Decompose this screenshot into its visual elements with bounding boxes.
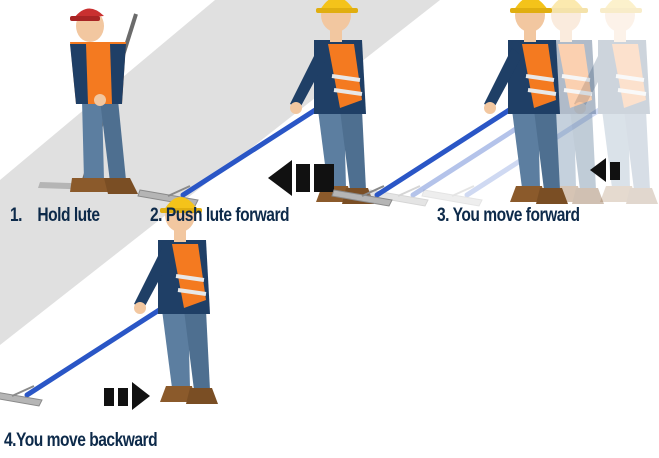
arrow-right-icon: [104, 382, 150, 410]
arrow-left-icon: [268, 160, 334, 196]
step-label-4: You move backward: [16, 430, 157, 451]
step-caption-4: 4.You move backward: [4, 430, 157, 452]
step-caption-1: 1. Hold lute: [10, 205, 100, 227]
step-caption-2: 2. Push lute forward: [150, 205, 289, 227]
step-label-3: You move forward: [453, 205, 580, 226]
step-caption-3: 3. You move forward: [437, 205, 579, 227]
step-number-2: 2.: [150, 205, 162, 226]
step-label-2: Push lute forward: [166, 205, 289, 226]
step-number-1: 1.: [10, 205, 22, 226]
step-label-1: Hold lute: [37, 205, 99, 226]
step-number-4: 4.: [4, 430, 16, 451]
step-number-3: 3.: [437, 205, 449, 226]
